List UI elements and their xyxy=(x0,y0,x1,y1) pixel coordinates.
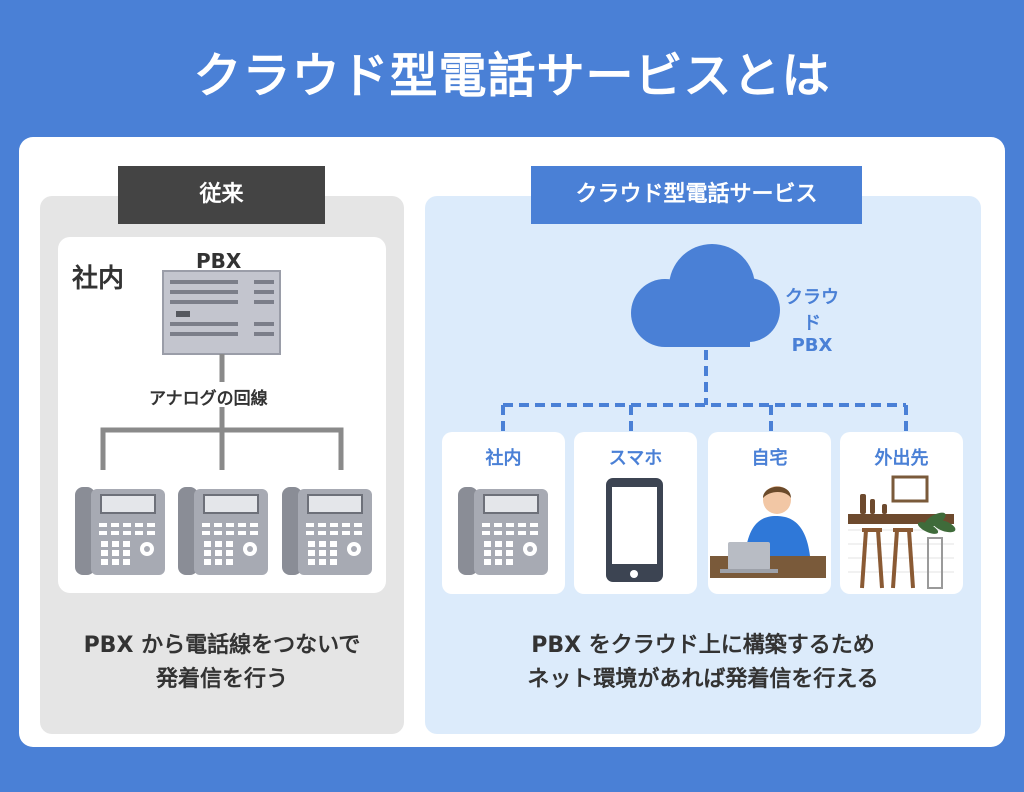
place-label-home: 自宅 xyxy=(751,448,788,469)
cloud-pbx-label: クラウド PBX xyxy=(782,283,842,356)
network-lines xyxy=(501,350,908,432)
analog-line-label: アナログの回線 xyxy=(145,384,272,409)
cloud-tag: クラウド型電話サービス xyxy=(531,166,862,224)
traditional-caption: PBX から電話線をつないで 発着信を行う xyxy=(40,629,404,697)
cloud-pbx-label-line1: クラウド xyxy=(785,287,839,334)
cloud-caption-line2: ネット環境があれば発着信を行える xyxy=(527,667,879,692)
office-label: 社内 xyxy=(72,264,125,294)
person-at-laptop-icon xyxy=(710,486,826,578)
desk-phone-icon xyxy=(457,486,549,576)
page-title: クラウド型電話サービスとは xyxy=(193,48,831,104)
smartphone-icon xyxy=(606,478,663,582)
pbx-icon xyxy=(162,270,281,355)
traditional-tag: 従来 xyxy=(118,166,325,224)
cloud-icon xyxy=(631,244,780,347)
place-label-office: 社内 xyxy=(485,448,522,469)
cloud-caption: PBX をクラウド上に構築するため ネット環境があれば発着信を行える xyxy=(425,629,981,697)
cloud-caption-line1: PBX をクラウド上に構築するため xyxy=(531,633,875,658)
place-label-outside: 外出先 xyxy=(874,448,929,469)
cafe-bar-icon xyxy=(848,475,956,589)
traditional-caption-line2: 発着信を行う xyxy=(155,667,288,692)
place-label-smartphone: スマホ xyxy=(608,448,663,469)
traditional-caption-line1: PBX から電話線をつないで xyxy=(83,633,361,658)
analog-wiring xyxy=(100,354,344,470)
pbx-label: PBX xyxy=(196,249,242,273)
cloud-pbx-label-line2: PBX xyxy=(791,335,833,356)
